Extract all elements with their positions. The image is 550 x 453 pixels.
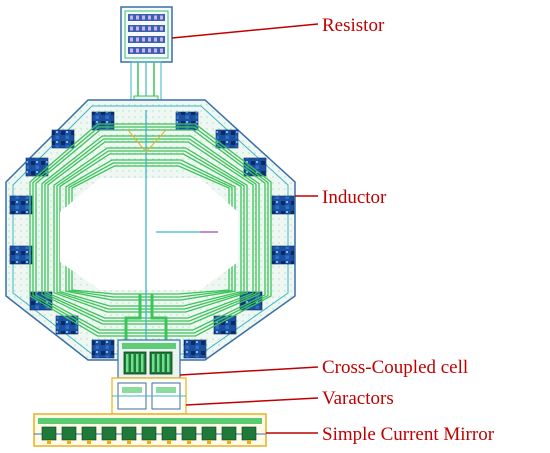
varactors-label: Varactors xyxy=(322,388,394,409)
varactors-block xyxy=(111,377,187,415)
resistor-strip xyxy=(128,47,165,54)
resistor-contact xyxy=(154,48,157,53)
inductor-turn xyxy=(29,123,272,337)
inductor-turn xyxy=(56,150,245,310)
resistor-contact xyxy=(160,15,163,20)
mirror-transistor xyxy=(161,426,177,441)
mirror-contact xyxy=(227,440,231,444)
mirror-transistor xyxy=(221,426,237,441)
mirror-contact xyxy=(67,440,71,444)
current-mirror-block xyxy=(33,413,267,447)
cross-coupled-leader xyxy=(179,366,319,376)
resistor-leader xyxy=(171,23,319,39)
resistor-contact xyxy=(154,15,157,20)
resistor-label: Resistor xyxy=(322,15,385,36)
cross-coupled-transistor xyxy=(149,351,173,375)
mirror-transistor xyxy=(201,426,217,441)
mirror-transistor xyxy=(61,426,77,441)
guard-ring-pad xyxy=(91,339,115,359)
resistor-contact xyxy=(148,37,151,42)
cross-coupled-label: Cross-Coupled cell xyxy=(322,357,468,378)
varactors-leader xyxy=(185,397,319,406)
transistor-finger xyxy=(167,354,170,372)
mirror-contact xyxy=(107,440,111,444)
inductor-turn xyxy=(53,147,248,313)
mirror-transistor xyxy=(181,426,197,441)
resistor-contact xyxy=(160,48,163,53)
resistor-strip xyxy=(128,14,165,21)
inductor-block xyxy=(5,99,296,361)
resistor-contact xyxy=(142,26,145,31)
mirror-contact xyxy=(127,440,131,444)
resistor-strip xyxy=(128,25,165,32)
guard-ring-pad xyxy=(183,339,207,359)
resistor-contact xyxy=(136,26,139,31)
cross-coupled-transistor xyxy=(123,351,147,375)
inductor-turn xyxy=(47,141,254,319)
mirror-transistor xyxy=(141,426,157,441)
resistor-contact xyxy=(136,37,139,42)
inductor-turn xyxy=(32,126,269,334)
mirror-transistor xyxy=(81,426,97,441)
resistor-contact xyxy=(142,48,145,53)
transistor-finger xyxy=(136,354,139,372)
resistor-contact xyxy=(130,37,133,42)
mirror-contact xyxy=(207,440,211,444)
resistor-contact xyxy=(130,48,133,53)
mirror-transistor xyxy=(241,426,257,441)
annotation-labels: Resistor Inductor Cross-Coupled cell Var… xyxy=(171,15,495,445)
resistor-contact xyxy=(160,37,163,42)
cross-coupled-cell xyxy=(117,339,181,379)
resistor-contact xyxy=(136,48,139,53)
resistor-contact xyxy=(130,15,133,20)
resistor-contact xyxy=(154,26,157,31)
guard-ring-pad xyxy=(271,245,295,265)
resistor-contact xyxy=(142,15,145,20)
resistor-contact xyxy=(148,15,151,20)
inductor-label: Inductor xyxy=(322,187,387,208)
resistor-block xyxy=(120,6,173,150)
mirror-transistor xyxy=(101,426,117,441)
resistor-contact xyxy=(142,37,145,42)
guard-ring-pad xyxy=(51,129,75,149)
guard-ring-pad xyxy=(9,245,33,265)
transistor-finger xyxy=(126,354,129,372)
mirror-contact xyxy=(87,440,91,444)
transistor-finger xyxy=(162,354,165,372)
current-mirror-label: Simple Current Mirror xyxy=(322,424,495,445)
resistor-contact xyxy=(130,26,133,31)
resistor-contact xyxy=(154,37,157,42)
resistor-contact xyxy=(160,26,163,31)
transistor-finger xyxy=(141,354,144,372)
mirror-transistor xyxy=(41,426,57,441)
transistor-finger xyxy=(131,354,134,372)
resistor-contact xyxy=(148,26,151,31)
mirror-contact xyxy=(167,440,171,444)
mirror-contact xyxy=(47,440,51,444)
guard-ring-pad xyxy=(271,195,295,215)
inductor-turn xyxy=(44,138,257,322)
resistor-contact xyxy=(136,15,139,20)
resistor-strip xyxy=(128,36,165,43)
mirror-contact xyxy=(187,440,191,444)
mirror-transistor xyxy=(121,426,137,441)
mirror-contact xyxy=(147,440,151,444)
mirror-contact xyxy=(247,440,251,444)
guard-ring-pad xyxy=(9,195,33,215)
resistor-contact xyxy=(148,48,151,53)
transistor-finger xyxy=(157,354,160,372)
inductor-turn xyxy=(41,135,260,325)
inductor-turn xyxy=(35,129,266,331)
transistor-finger xyxy=(152,354,155,372)
